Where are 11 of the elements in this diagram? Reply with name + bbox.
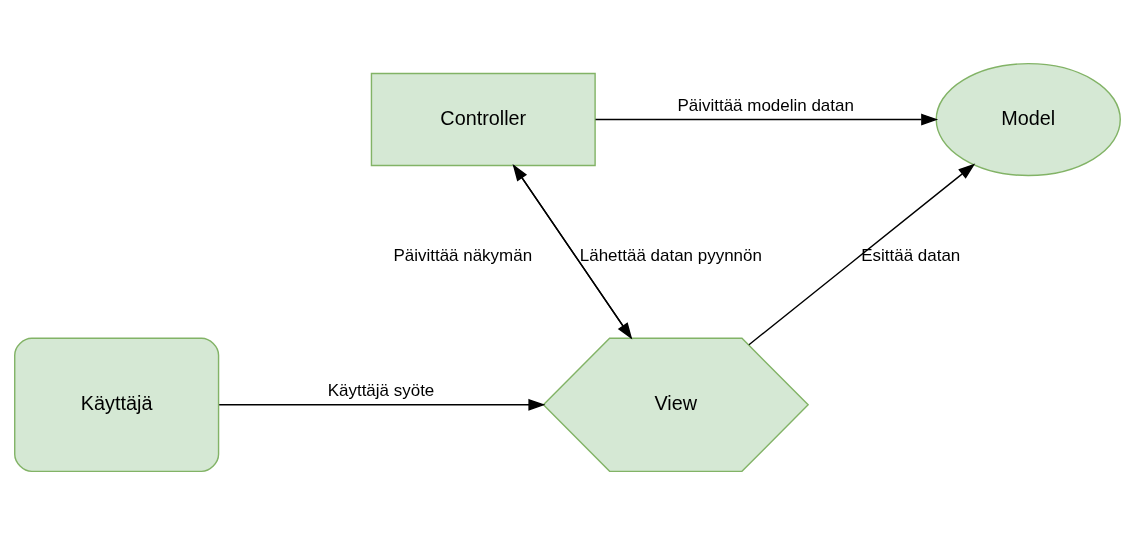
- arrow: [748, 162, 976, 345]
- node-box: Controller: [370, 72, 596, 166]
- node-ellipse: Model: [935, 62, 1121, 176]
- edge-label: Lähettää datan pyynnön: [579, 245, 762, 265]
- node-box: Käyttäjä: [14, 337, 220, 472]
- edge-label: Päivittää näkymän: [393, 245, 533, 265]
- arrow: [218, 398, 546, 411]
- arrow: [594, 113, 939, 126]
- edge-label: Esittää datan: [861, 245, 961, 265]
- edge-label: Käyttäjä syöte: [327, 380, 435, 400]
- edge-label: Päivittää modelin datan: [677, 95, 854, 115]
